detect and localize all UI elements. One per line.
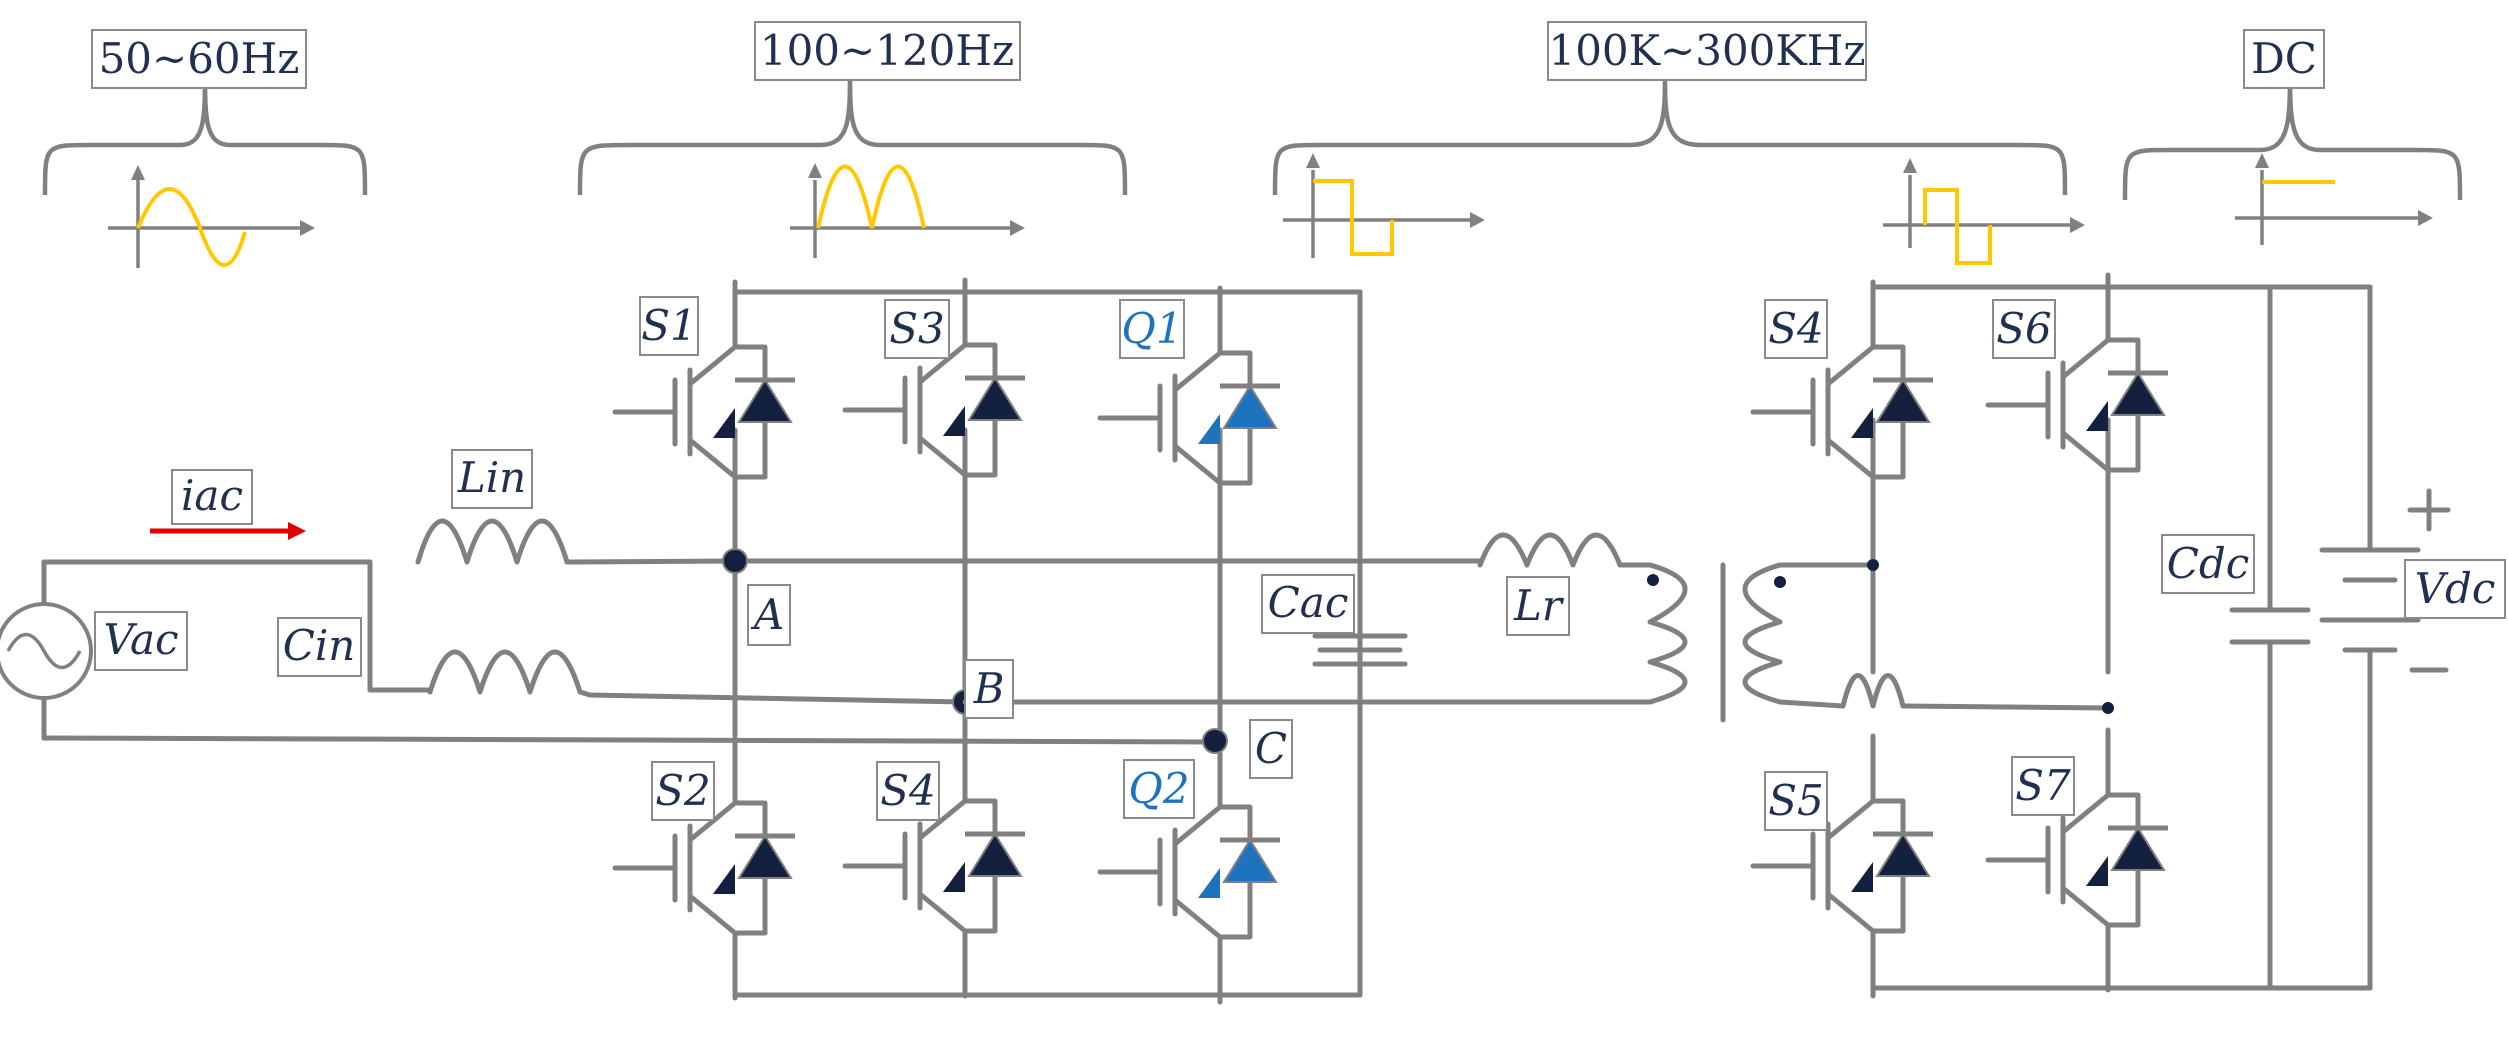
svg-text:S3: S3 (889, 304, 945, 353)
svg-text:Vac: Vac (103, 615, 178, 664)
label-node-c: C (1249, 719, 1293, 779)
dc-output-waveform (2122, 69, 2463, 245)
ac-input-section (41, 518, 1218, 745)
svg-text:B: B (973, 664, 1005, 713)
svg-text:Vdc: Vdc (2415, 564, 2496, 613)
svg-text:S5: S5 (1768, 776, 1824, 825)
freq-label-rectified: 100~120Hz (754, 21, 1021, 81)
svg-text:Lr: Lr (1513, 581, 1565, 630)
svg-text:DC: DC (2251, 34, 2317, 83)
label-s4-output: S4 (1764, 299, 1828, 359)
svg-text:S7: S7 (2015, 761, 2071, 810)
freq-label-ac: 50~60Hz (91, 29, 307, 89)
resonant-tank (962, 532, 2111, 723)
current-arrow (150, 522, 306, 540)
svg-text:100~120Hz: 100~120Hz (760, 26, 1014, 75)
label-s2: S2 (651, 761, 715, 821)
label-s3: S3 (884, 299, 950, 359)
label-s7: S7 (2011, 756, 2075, 816)
rectifier-bridge (732, 289, 1483, 998)
label-s6: S6 (1992, 299, 2056, 359)
label-lr: Lr (1506, 576, 1570, 636)
svg-text:Q1: Q1 (1121, 304, 1182, 353)
svg-text:Cin: Cin (283, 621, 356, 670)
label-s5: S5 (1764, 771, 1828, 831)
node-c-dot (1202, 728, 1228, 754)
label-cin: Cin (277, 617, 362, 677)
svg-text:A: A (750, 590, 784, 639)
svg-text:Cdc: Cdc (2167, 539, 2250, 588)
label-s4: S4 (876, 761, 940, 821)
label-node-b: B (964, 659, 1014, 719)
freq-label-dc: DC (2243, 29, 2325, 89)
svg-text:Cac: Cac (1268, 578, 1349, 627)
label-node-a: A (747, 584, 791, 646)
svg-text:S6: S6 (1996, 304, 2052, 353)
label-s1: S1 (639, 296, 699, 356)
svg-text:Lin: Lin (457, 453, 526, 502)
output-bridge (1867, 284, 2451, 991)
label-q1: Q1 (1119, 299, 1185, 359)
high-frequency-waveform (1272, 69, 2085, 265)
svg-text:S1: S1 (641, 301, 697, 350)
svg-text:100K~300KHz: 100K~300KHz (1548, 26, 1865, 75)
svg-text:iac: iac (181, 471, 243, 520)
ac-input-waveform (42, 69, 368, 268)
node-a-dot (722, 548, 748, 574)
svg-text:C: C (1255, 724, 1287, 773)
label-vdc: Vdc (2404, 559, 2506, 619)
svg-text:S2: S2 (655, 766, 711, 815)
label-q2: Q2 (1123, 759, 1195, 819)
svg-text:50~60Hz: 50~60Hz (99, 34, 300, 83)
svg-text:S4: S4 (1768, 304, 1824, 353)
label-vac: Vac (94, 611, 188, 671)
ac-voltage-source (0, 602, 93, 700)
label-cdc: Cdc (2161, 534, 2255, 594)
freq-label-high-frequency: 100K~300KHz (1547, 21, 1867, 81)
label-cac: Cac (1261, 574, 1355, 634)
svg-text:S4: S4 (880, 766, 936, 815)
label-lin: Lin (451, 449, 533, 509)
label-iac: iac (171, 469, 253, 525)
rectified-waveform (577, 69, 1128, 258)
svg-text:Q2: Q2 (1128, 764, 1189, 813)
